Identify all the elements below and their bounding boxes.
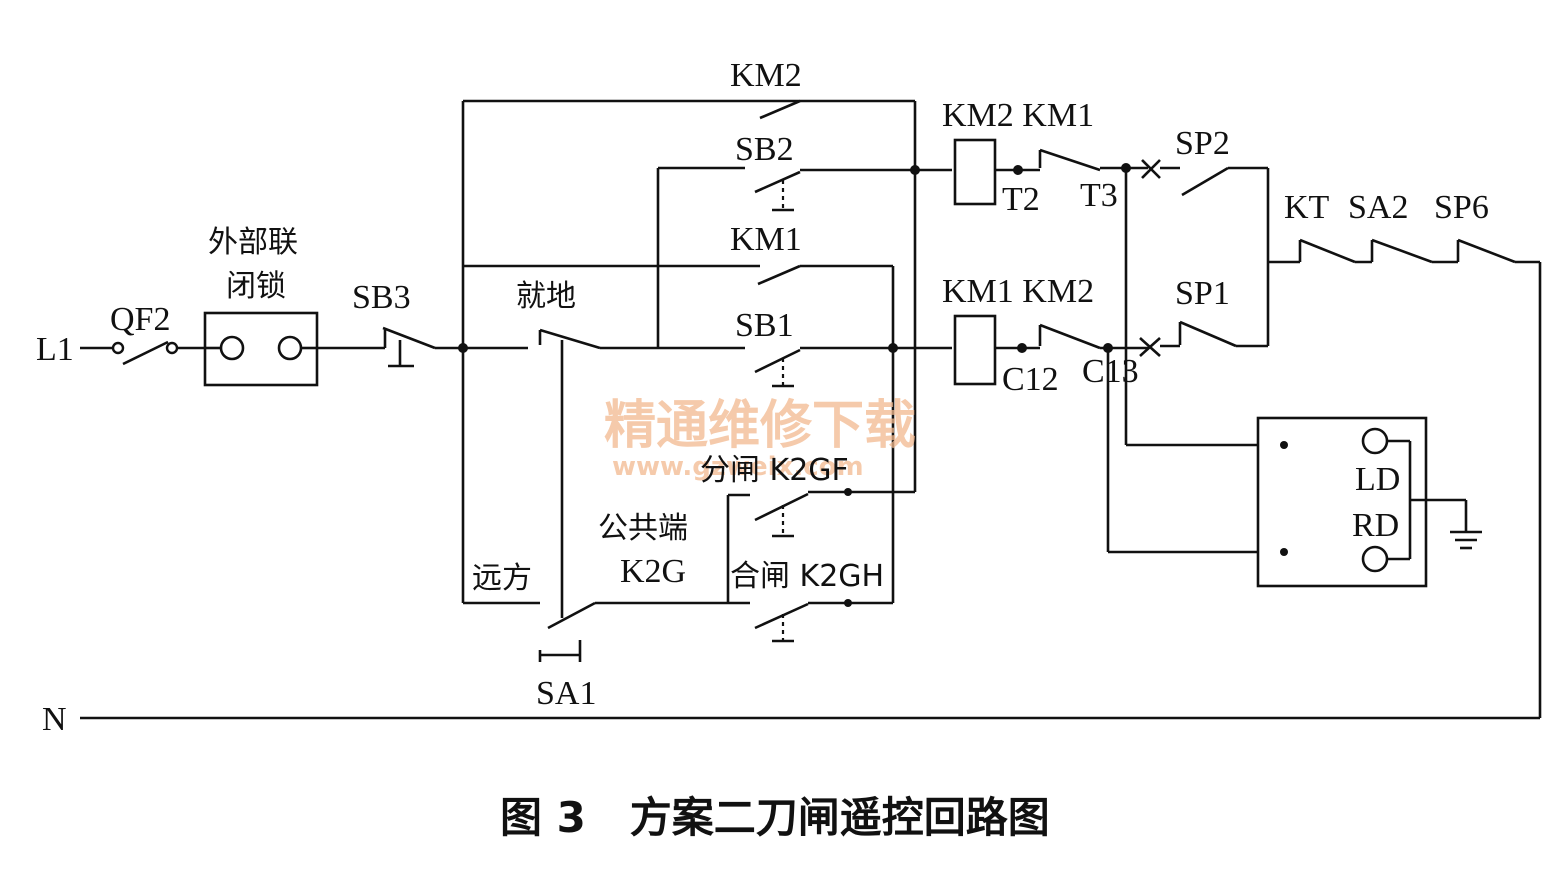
label-t2: T2: [1002, 181, 1040, 218]
label-sb3: SB3: [352, 279, 411, 316]
label-l1: L1: [36, 331, 74, 368]
label-kt: KT: [1284, 189, 1330, 226]
label-interlock-line2: 闭锁: [226, 269, 286, 304]
label-sp1: SP1: [1175, 275, 1230, 312]
sb1-button: [754, 343, 952, 388]
label-km2-top: KM2: [730, 57, 802, 94]
sa1-switch: [538, 640, 582, 662]
label-n: N: [42, 701, 67, 738]
label-c13: C13: [1082, 353, 1139, 390]
watermark-text: 精通维修下载: [604, 396, 916, 456]
label-coil-upper-pair: KM2 KM1: [942, 97, 1094, 134]
k2gh-close-contact: [463, 599, 893, 643]
label-qf2: QF2: [110, 301, 170, 338]
k2gf-open-contact: [726, 488, 915, 603]
label-km1-mid: KM1: [730, 221, 802, 258]
label-rd: RD: [1352, 507, 1399, 544]
label-ld: LD: [1355, 461, 1400, 498]
label-interlock-line1: 外部联: [208, 225, 298, 260]
label-t3: T3: [1080, 177, 1118, 214]
local-remote-selector: [463, 328, 745, 618]
label-sa1: SA1: [536, 675, 596, 712]
label-coil-lower-pair: KM1 KM2: [942, 273, 1094, 310]
label-sp6: SP6: [1434, 189, 1489, 226]
label-common-line2: K2G: [620, 553, 686, 590]
km1-holding-contact: [463, 264, 895, 603]
watermark-url: www.gzweix.com: [612, 452, 864, 482]
label-sa2: SA2: [1348, 189, 1408, 226]
label-remote: 远方: [472, 561, 532, 596]
indicator-box: [1106, 168, 1482, 588]
label-sb1: SB1: [735, 307, 794, 344]
external-interlock-box: [203, 311, 319, 387]
label-c12: C12: [1002, 361, 1059, 398]
label-sb2: SB2: [735, 131, 794, 168]
label-sp2: SP2: [1175, 125, 1230, 162]
sb3-stop-button: [317, 326, 463, 368]
label-local: 就地: [516, 279, 576, 314]
supply-line-l1: [80, 340, 205, 366]
km2-holding-contact: [463, 99, 917, 492]
label-close-k2gh: 合闸 K2GH: [730, 559, 884, 594]
km2-coil: [953, 138, 1268, 206]
figure-caption: 图 3 方案二刀闸遥控回路图: [500, 793, 1050, 842]
label-open-k2gf: 分闸 K2GF: [700, 453, 849, 488]
sb2-button: [656, 165, 952, 348]
label-common-line1: 公共端: [598, 511, 688, 546]
kt-sa2-sp6-series: [1268, 238, 1542, 718]
